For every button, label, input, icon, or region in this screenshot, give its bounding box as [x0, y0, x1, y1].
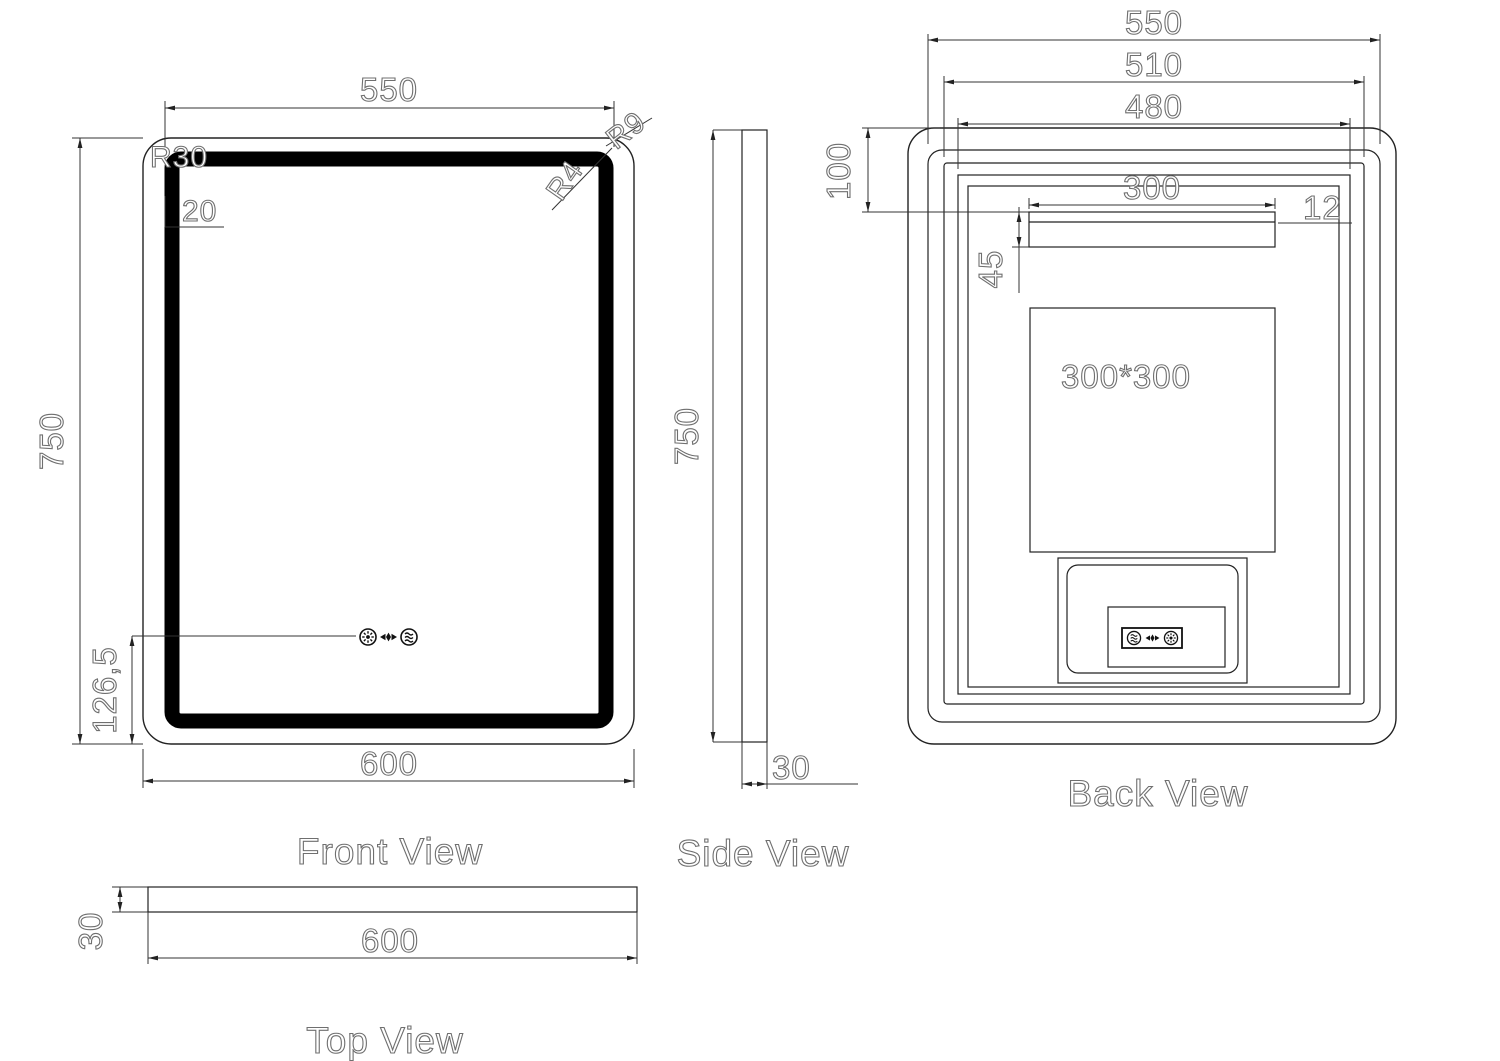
back-dim300-label: 300 — [1123, 169, 1181, 206]
fan-arrows-icon — [1145, 634, 1160, 642]
front-radius-inner-leader — [551, 147, 613, 211]
back-inner-outline — [957, 174, 1351, 695]
front-dim750-label: 750 — [33, 412, 70, 470]
defog-icon — [1126, 630, 1142, 646]
back-mirror-outline — [907, 127, 1397, 745]
front-dim20-label: 20 — [182, 195, 217, 228]
back-dim550-label: 550 — [1125, 4, 1183, 41]
back-control-box — [1057, 557, 1248, 684]
back-touch-strip — [1121, 627, 1183, 649]
front-radius-band-leader — [605, 117, 653, 147]
top-dim600-label: 600 — [361, 922, 419, 959]
side-dim30-label: 30 — [772, 749, 811, 786]
front-dim550-label: 550 — [360, 71, 418, 108]
side-view: 750 30 Side View — [667, 129, 858, 875]
front-led-band — [164, 151, 614, 729]
back-cavity-outline — [967, 185, 1340, 688]
front-radius-band-label: R9 — [600, 105, 652, 156]
side-view-title: Side View — [677, 833, 850, 874]
back-defogger-pad — [1029, 307, 1276, 553]
top-view-title: Top View — [306, 1020, 463, 1061]
back-housing-outline — [943, 162, 1365, 705]
back-control-panel — [1107, 606, 1226, 668]
front-radius-outer-label: R30 — [150, 141, 208, 174]
side-profile-outline — [741, 129, 768, 743]
defog-icon — [400, 628, 418, 646]
back-dim12-label: 12 — [1303, 189, 1342, 226]
back-defogger-pad-label: 300*300 — [1061, 358, 1191, 395]
front-mirror-outline — [142, 137, 635, 745]
back-control-cover — [1066, 564, 1239, 674]
light-sun-icon — [359, 628, 377, 646]
front-view: 550 R30 R9 R4 20 126,5 750 600 Front Vie… — [32, 70, 653, 872]
light-sun-icon — [1163, 630, 1179, 646]
back-view: 550 510 480 100 300 12 45 300*300 — [819, 3, 1397, 815]
front-dim126-label: 126,5 — [86, 646, 123, 734]
back-dim480-label: 480 — [1125, 88, 1183, 125]
front-dim600-label: 600 — [360, 745, 418, 782]
back-dim510-label: 510 — [1125, 46, 1183, 83]
back-view-title: Back View — [1067, 773, 1248, 814]
back-dim45-label: 45 — [972, 250, 1009, 289]
back-dim100-label: 100 — [820, 142, 857, 200]
front-view-title: Front View — [297, 831, 483, 872]
top-view: 30 600 Top View — [71, 886, 638, 1061]
top-dim30-label: 30 — [72, 912, 109, 951]
side-dim750-label: 750 — [668, 407, 705, 465]
top-profile-outline — [147, 886, 638, 913]
fan-arrows-icon — [380, 632, 397, 642]
back-frame-outline — [927, 149, 1381, 723]
back-hanging-bracket — [1028, 211, 1276, 248]
